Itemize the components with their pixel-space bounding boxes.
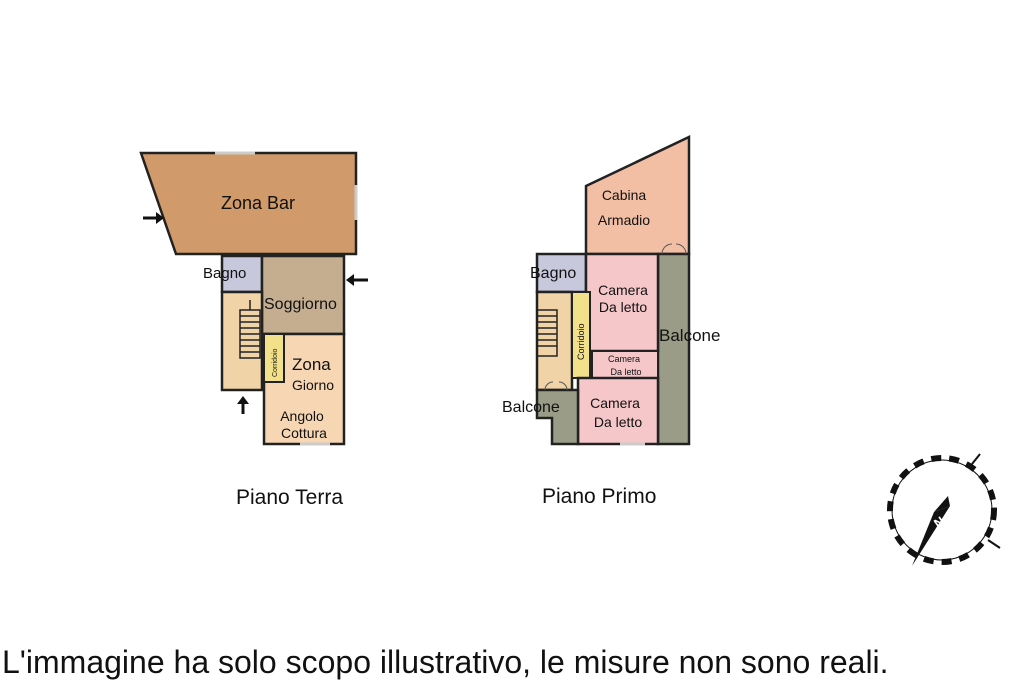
compass-icon: N — [887, 453, 1001, 566]
first-floor-caption: Piano Primo — [542, 485, 657, 508]
camera-1-label: Camera — [598, 282, 648, 298]
ground-floor-caption: Piano Terra — [236, 486, 344, 509]
corridoio-label-first: Corridoio — [576, 323, 586, 360]
balcone-left — [535, 388, 580, 446]
entrance-arrow-icon — [237, 396, 249, 414]
camera-2-label: Camera — [608, 354, 640, 364]
camera-3-sub-label: Da letto — [594, 414, 642, 430]
soggiorno-label: Soggiorno — [264, 296, 337, 313]
camera-3-label: Camera — [590, 395, 640, 411]
bagno-room-first — [535, 252, 588, 294]
entrance-arrow-icon — [143, 212, 164, 224]
door-icon — [544, 243, 687, 391]
corridoio-label: Corridoio — [272, 348, 279, 377]
staircase-icon — [536, 309, 558, 357]
camera-3-room — [576, 376, 660, 446]
angolo-label: Angolo — [280, 408, 324, 424]
soggiorno-room — [260, 254, 346, 336]
balcone-right-label: Balcone — [659, 326, 720, 345]
ground-floor-plan: Zona Bar Bagno Soggiorno Corridoio Zona … — [139, 151, 368, 446]
camera-1-sub-label: Da letto — [599, 299, 647, 315]
balcone-left-label: Balcone — [502, 399, 560, 416]
balcone-right — [656, 252, 691, 446]
giorno-label: Giorno — [292, 377, 334, 393]
zona-label: Zona — [292, 355, 331, 374]
zona-bar-room — [139, 151, 358, 256]
bagno-label-first: Bagno — [530, 265, 576, 282]
cottura-label: Cottura — [281, 425, 327, 441]
armadio-label: Armadio — [598, 212, 650, 228]
first-floor-plan: Cabina Armadio Bagno Camera Da letto Cor… — [502, 135, 720, 446]
zona-bar-label: Zona Bar — [221, 193, 295, 213]
entrance-arrow-icon — [346, 274, 368, 286]
cabina-label: Cabina — [602, 187, 647, 203]
staircase-icon — [239, 300, 261, 359]
stairs-area-first — [535, 290, 574, 392]
camera-2-sub-label: Da letto — [610, 367, 641, 377]
disclaimer-text: L'immagine ha solo scopo illustrativo, l… — [2, 644, 889, 680]
bagno-label: Bagno — [203, 265, 246, 282]
corridoio-fill — [263, 333, 285, 383]
stairs-area — [220, 290, 264, 392]
